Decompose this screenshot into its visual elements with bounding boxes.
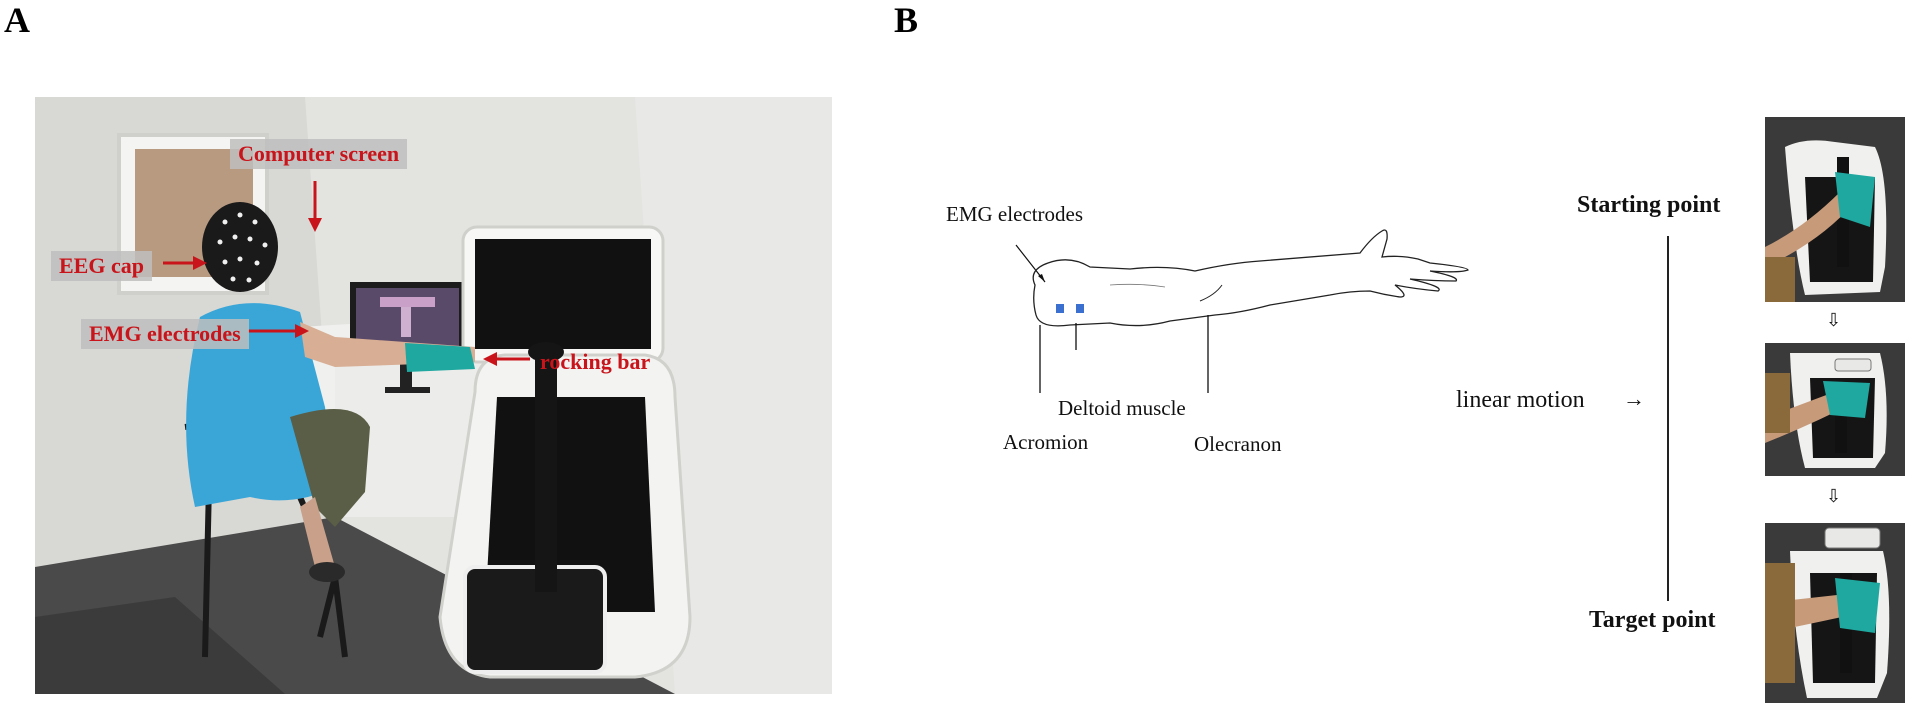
down-arrow-icon-1: ⇩: [1826, 310, 1842, 330]
experiment-setup-photo: Computer screen EEG cap EMG electrodes r…: [35, 97, 832, 694]
arm-outline: [1032, 229, 1469, 327]
target-position-photo: [1765, 523, 1905, 703]
rocking-bar-label: rocking bar: [540, 349, 651, 374]
down-arrow-icon-2: ⇩: [1826, 486, 1842, 506]
panel-b-letter: B: [894, 0, 919, 40]
panel-a-letter: A: [4, 0, 30, 40]
acromion-text: Acromion: [1003, 430, 1089, 454]
linear-motion-label: linear motion: [1456, 387, 1585, 413]
start-position-photo: [1765, 117, 1905, 302]
motion-axis-line: [1667, 236, 1669, 601]
mid-position-photo: [1765, 343, 1905, 476]
eeg-cap-label: EEG cap: [51, 251, 152, 282]
deltoid-muscle-text: Deltoid muscle: [1058, 396, 1186, 420]
target-point-label: Target point: [1589, 607, 1716, 633]
emg-electrodes-text: EMG electrodes: [946, 202, 1084, 226]
computer-screen-label: Computer screen: [230, 139, 408, 170]
olecranon-text: Olecranon: [1194, 432, 1282, 456]
right-arrow-icon: →: [1623, 386, 1645, 411]
emg-electrode-1: [1056, 304, 1064, 313]
emg-electrode-2: [1076, 304, 1084, 313]
emg-electrodes-label: EMG electrodes: [81, 319, 249, 350]
starting-point-label: Starting point: [1577, 192, 1721, 218]
photo-illustration: [35, 97, 832, 694]
arm-diagram: [1015, 229, 1469, 393]
